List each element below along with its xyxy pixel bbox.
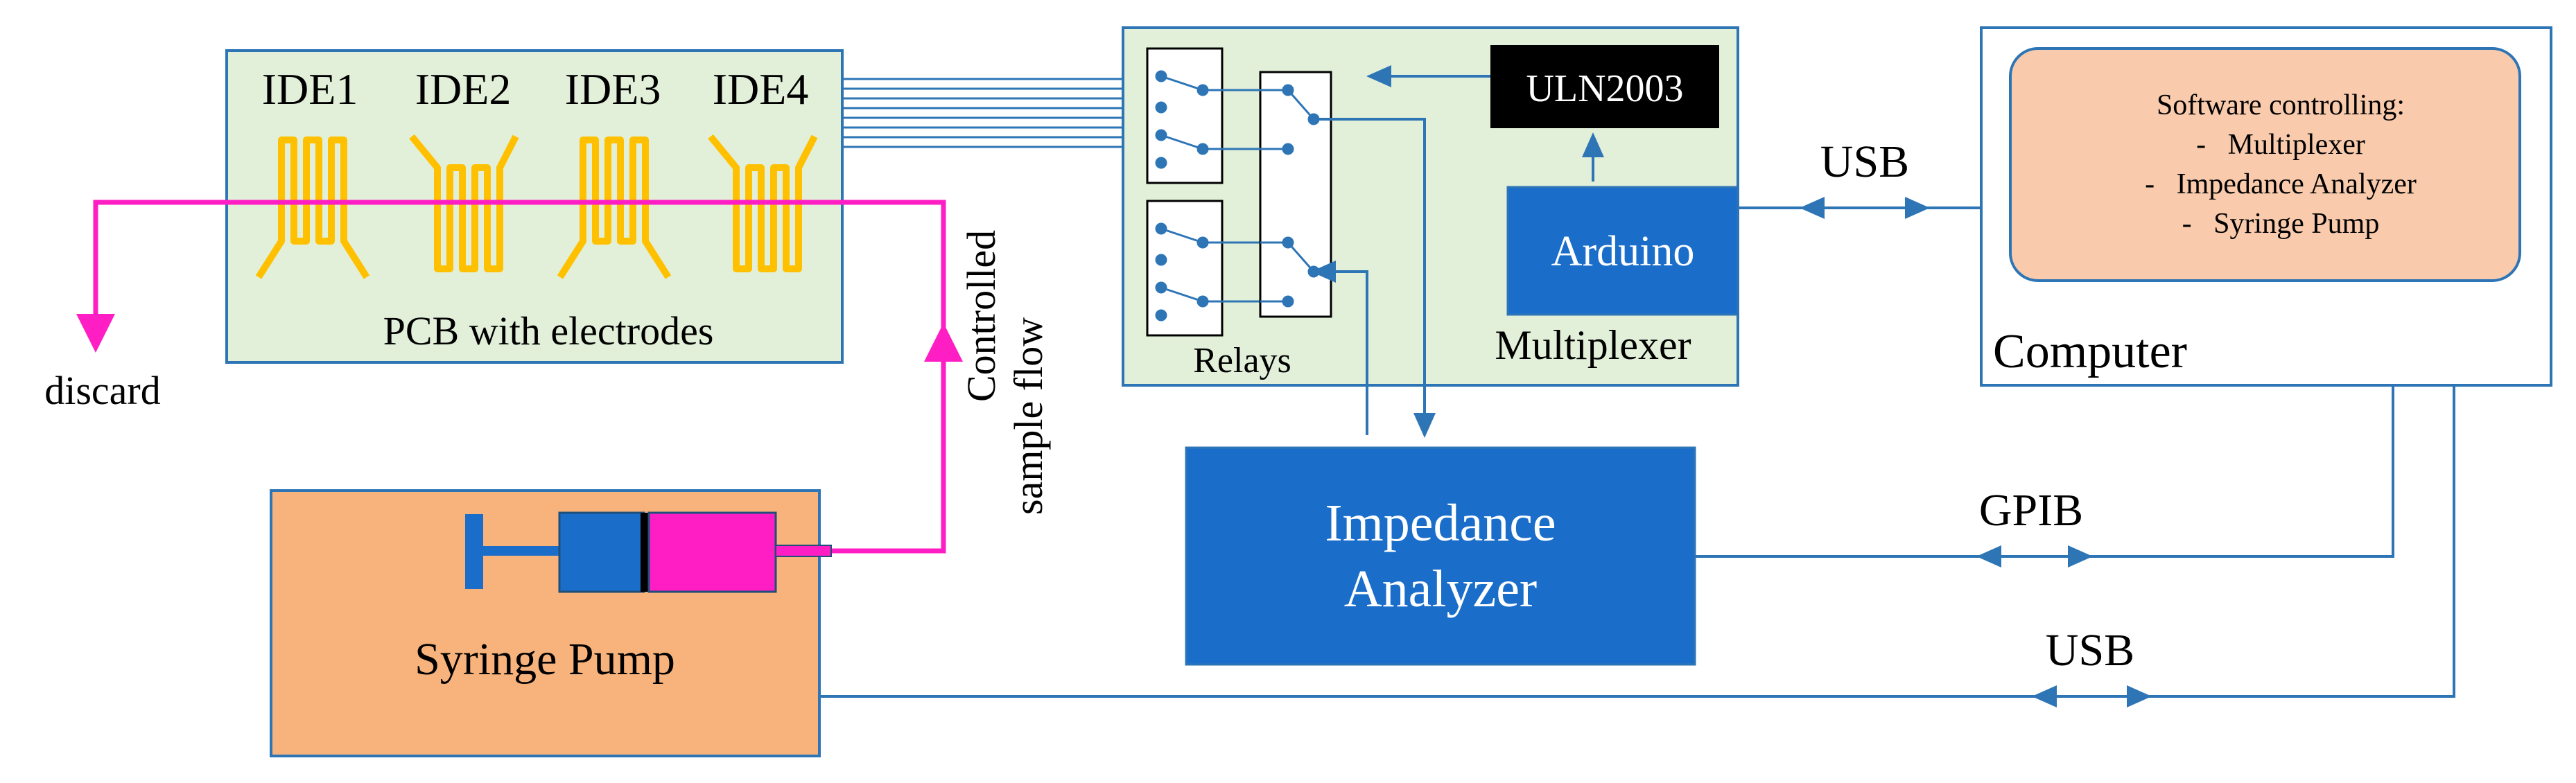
computer-label: Computer [1993, 325, 2187, 378]
software-item-2: - Impedance Analyzer [2145, 168, 2417, 200]
computer-block: Software controlling: - Multiplexer - Im… [1980, 26, 2552, 387]
relay-analyzer-lines [1311, 118, 1436, 438]
flow-channel [76, 200, 946, 353]
analyzer-label-line1: Impedance [1325, 494, 1556, 552]
plunger-rod [483, 546, 559, 556]
relays-label: Relays [1193, 341, 1291, 380]
controlled-flow-label: Controlled sample flow [959, 230, 1051, 515]
syringe-barrel [558, 511, 645, 593]
software-item-1: - Multiplexer [2196, 129, 2365, 161]
software-box [2009, 47, 2521, 282]
arduino-label: Arduino [1551, 228, 1695, 275]
gpib-link [1695, 385, 2394, 568]
pcb-block: IDE1 IDE2 IDE3 IDE4 PCB with electrodes [225, 49, 844, 364]
electrode-ide4 [708, 134, 818, 272]
usb-label-pump: USB [2046, 625, 2134, 676]
usb-label-arduino: USB [1820, 137, 1909, 187]
electrode-label-2: IDE2 [415, 64, 512, 114]
impedance-analyzer-block: Impedance Analyzer [1185, 446, 1696, 666]
electrode-label-1: IDE1 [262, 64, 358, 114]
multiplexer-label: Multiplexer [1495, 322, 1691, 368]
electrode-ide1 [255, 137, 370, 279]
electrode-label-4: IDE4 [713, 64, 809, 114]
software-title: Software controlling: [2157, 89, 2405, 121]
usb-link-pump [819, 385, 2455, 707]
analyzer-box [1185, 446, 1696, 666]
relay-bank-1-switches [1155, 70, 1222, 169]
relay-bank-2-switches [1155, 222, 1260, 322]
uln2003-box [1490, 45, 1719, 128]
plunger-handle [465, 514, 483, 589]
uln2003-label: ULN2003 [1526, 67, 1683, 110]
syringe-fluid [647, 511, 777, 593]
sample-flow [76, 200, 963, 554]
syringe-pump-block: Syringe Pump [270, 489, 832, 757]
software-item-3: - Syringe Pump [2182, 208, 2380, 240]
arduino-box [1506, 186, 1739, 316]
pcb-relay-bus [842, 78, 1123, 148]
pcb-label: PCB with electrodes [383, 308, 714, 353]
controlled-label-line2: sample flow [1006, 317, 1051, 515]
electrode-ide3 [557, 137, 672, 279]
relay-bank-3 [1259, 71, 1332, 318]
electrode-ide2 [409, 134, 519, 272]
analyzer-label-line2: Analyzer [1344, 560, 1538, 618]
plunger-seal [641, 513, 649, 592]
controlled-label-line1: Controlled [959, 230, 1004, 402]
gpib-label: GPIB [1979, 485, 2083, 536]
pump-label: Syringe Pump [415, 634, 675, 685]
syringe-tip [775, 545, 832, 557]
flow-inlet [828, 323, 963, 554]
discard-label: discard [44, 368, 161, 413]
electrode-label-3: IDE3 [565, 64, 661, 114]
multiplexer-block: Relays ULN2003 Arduino Multiplexer [1122, 26, 1739, 387]
